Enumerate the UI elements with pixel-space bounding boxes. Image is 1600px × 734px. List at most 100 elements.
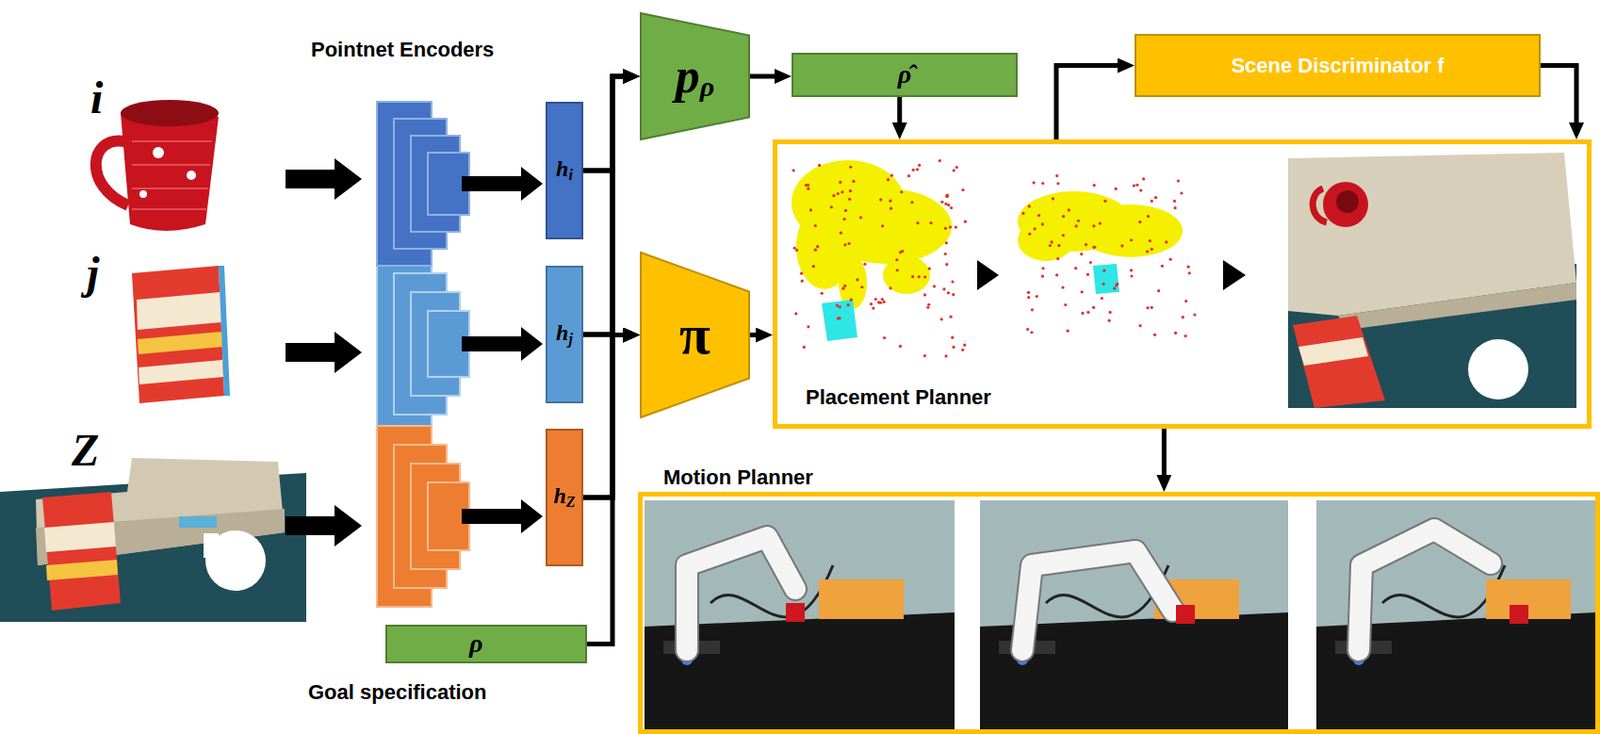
node-text: Scene Discriminator f (1230, 53, 1444, 78)
point-dots-part (917, 275, 921, 278)
point-dots-part (1129, 274, 1133, 278)
point-dots-part (859, 215, 863, 219)
point-dots-part (1027, 295, 1030, 299)
point-dots-part (1132, 183, 1136, 187)
point-dots-part (881, 297, 884, 301)
point-dots-part (896, 268, 899, 272)
point-dots-part (809, 208, 813, 212)
point-dots-part (837, 316, 841, 320)
point-dots-part (814, 248, 817, 252)
flow-arrow (897, 97, 902, 123)
point-dots-part (1061, 233, 1065, 237)
text-holder: hi (555, 156, 573, 185)
point-dots-part (806, 325, 810, 328)
point-dots-part (1101, 282, 1105, 286)
node-text: Placement Planner (805, 385, 992, 409)
point-dots-part (1184, 299, 1188, 303)
point-dots-part (1169, 258, 1173, 262)
node-text: Motion Planner (663, 465, 814, 490)
feature-vector: hj (545, 265, 584, 404)
point-dots-part (1138, 324, 1142, 327)
point-dots-part (800, 279, 804, 283)
robot-photo-part (818, 579, 904, 620)
flow-arrow (750, 332, 756, 338)
point-dots-part (812, 264, 816, 268)
point-dots-part (886, 178, 890, 181)
point-dots-part (1098, 222, 1102, 226)
node-text: ρ⃗ (469, 628, 504, 658)
point-dots-part (1150, 306, 1154, 310)
point-dots-part (898, 344, 902, 348)
point-dots-part (963, 220, 967, 224)
point-dots-part (1092, 245, 1095, 249)
flow-arrow (583, 335, 623, 499)
scene-point-cloud-part (44, 522, 116, 553)
point-dots-part (1066, 329, 1070, 333)
mug-point-cloud (96, 99, 219, 231)
point-dots-part (955, 165, 959, 169)
trapezoid-outline (640, 252, 750, 418)
point-dots-part (1055, 273, 1059, 277)
robot-photo (1316, 500, 1596, 730)
point-dots-part (855, 277, 859, 281)
point-dots-part (938, 159, 942, 163)
point-dots-part (1102, 269, 1106, 273)
point-dots-part (1028, 204, 1031, 208)
point-dots-part (1109, 310, 1112, 314)
point-dots-part (907, 174, 911, 178)
point-dots-part (923, 354, 927, 358)
point-dots-part (910, 200, 914, 204)
placed-scene-part (1336, 190, 1359, 213)
mug-point-cloud-part (186, 170, 196, 180)
goal-vector: ρ⃗Goal specification (385, 624, 588, 664)
robot-photo (979, 500, 1289, 730)
placement-point-cloud-part-part (1017, 219, 1075, 262)
point-dots-part (1026, 327, 1029, 331)
point-dots-part (946, 291, 950, 294)
point-dots-part (820, 292, 824, 295)
point-dots-part (1057, 244, 1061, 247)
point-dots-part (1041, 181, 1045, 185)
point-dots-part (843, 284, 847, 288)
scene-point-cloud (0, 457, 307, 622)
figure-label: j (86, 246, 99, 299)
point-dots-part (946, 203, 950, 207)
point-dots-part (1056, 181, 1060, 185)
point-dots-part (1129, 268, 1133, 272)
point-dots-part (915, 167, 919, 171)
point-dots-part (1051, 196, 1055, 200)
mug-point-cloud-part (120, 99, 219, 127)
mug-point-cloud-part (152, 146, 164, 159)
text-holder: hZ (553, 483, 575, 512)
flow-triangle-part (977, 260, 999, 291)
point-dots-part (882, 300, 886, 304)
point-dots-part (1157, 289, 1160, 293)
point-dots-part (942, 287, 946, 291)
point-dots-part (954, 225, 958, 229)
point-dots-part (1174, 206, 1177, 210)
node-text: h (555, 156, 569, 181)
point-dots-part (843, 243, 847, 246)
placement-point-cloud-part (791, 160, 952, 310)
point-dots-part (1160, 264, 1164, 268)
point-dots-part (963, 343, 966, 347)
point-dots-part (1074, 224, 1078, 228)
point-dots-part (1120, 244, 1124, 247)
scene-point-cloud-part (179, 516, 217, 528)
text-holder: hj (555, 320, 573, 349)
figure-label: Pointnet Encoders (310, 37, 494, 62)
robot-photo-part (710, 565, 833, 618)
point-dots-part (849, 298, 853, 302)
point-dots-part (929, 221, 932, 225)
placement-point-cloud-part-part (882, 256, 931, 294)
point-dots-part (817, 163, 821, 167)
point-dots-part (1186, 265, 1190, 269)
point-dots-part (1150, 247, 1154, 251)
point-dots-part (860, 285, 864, 289)
point-dots-part (844, 209, 848, 213)
point-dots-part (838, 305, 842, 309)
point-dots-part (1086, 310, 1090, 314)
point-dots-part (961, 188, 964, 192)
point-dots-part (838, 180, 842, 184)
point-dots (792, 159, 1197, 359)
